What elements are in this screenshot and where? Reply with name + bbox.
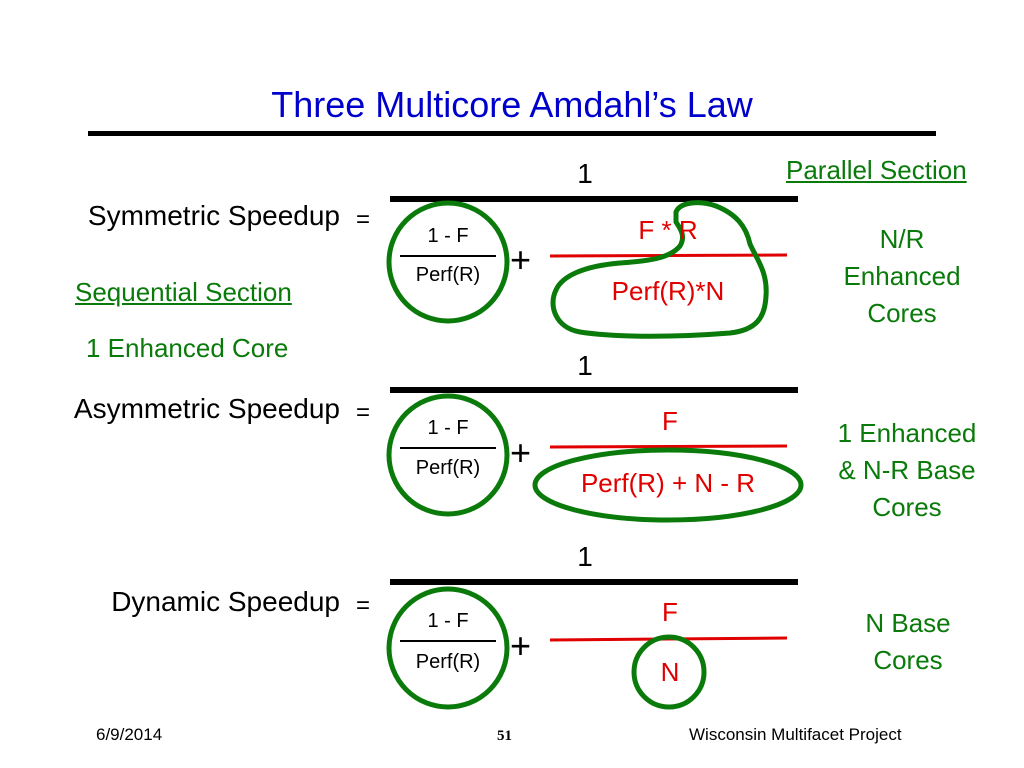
symmetric-note-line: N/R [879,224,925,254]
footer-organization: Wisconsin Multifacet Project [689,725,902,744]
parallel-section-text: Parallel Section [786,155,967,185]
asymmetric-note-line: & N-R Base [838,455,976,485]
seq-circle-symmetric [386,200,510,324]
asymmetric-note-line: 1 Enhanced [837,418,977,448]
seq-circle-asymmetric [386,393,510,517]
slide-title: Three Multicore Amdahl’s Law [271,84,753,125]
asymmetric-note-line: Cores [872,492,942,522]
par-circle-dynamic [631,634,707,710]
asymmetric-note: 1 Enhanced & N-R Base Cores [817,415,997,526]
dynamic-plus: + [510,625,532,666]
dynamic-equals: = [356,592,371,619]
footer-date: 6/9/2014 [96,725,163,744]
asymmetric-plus: + [510,432,532,473]
symmetric-equals: = [356,206,371,233]
dynamic-label: Dynamic Speedup [111,586,340,617]
dynamic-seq-top: 1 - F [427,610,469,632]
dynamic-par-bottom: N [660,657,680,687]
dynamic-seq-bottom: Perf(R) [415,651,481,673]
asymmetric-par-top: F [662,406,678,436]
symmetric-numerator: 1 [577,158,593,189]
asymmetric-seq-top: 1 - F [427,417,469,439]
symmetric-par-top: F * R [638,215,698,245]
dynamic-note: N Base Cores [818,605,998,679]
asymmetric-seq-bottom: Perf(R) [415,457,481,479]
par-bar-asymmetric [549,444,788,449]
asymmetric-equals: = [356,399,371,426]
symmetric-note: N/R Enhanced Cores [812,221,992,332]
asymmetric-numerator: 1 [577,350,593,381]
dynamic-note-line: N Base [865,608,951,638]
symmetric-note-line: Cores [867,298,937,328]
symmetric-plus: + [510,239,532,280]
dynamic-par-top: F [662,597,678,627]
symmetric-note-line: Enhanced [843,261,961,291]
one-enhanced-core-label: 1 Enhanced Core [86,333,289,363]
symmetric-seq-bottom: Perf(R) [415,264,481,286]
sequential-section-text: Sequential Section [75,277,292,307]
symmetric-label: Symmetric Speedup [87,200,340,231]
sequential-section-label: Sequential Section [75,277,292,308]
symmetric-par-bottom: Perf(R)*N [611,276,725,306]
asymmetric-par-bottom: Perf(R) + N - R [580,468,756,498]
par-oval-asymmetric [532,447,804,523]
symmetric-seq-top: 1 - F [427,225,469,247]
title-rule [88,131,936,136]
seq-circle-dynamic [386,586,510,710]
dynamic-note-line: Cores [873,645,943,675]
dynamic-numerator: 1 [577,541,593,572]
parallel-section-label: Parallel Section [786,155,967,186]
asymmetric-label: Asymmetric Speedup [73,393,340,424]
par-loop-symmetric [550,200,769,339]
footer-page-number: 51 [497,728,512,744]
